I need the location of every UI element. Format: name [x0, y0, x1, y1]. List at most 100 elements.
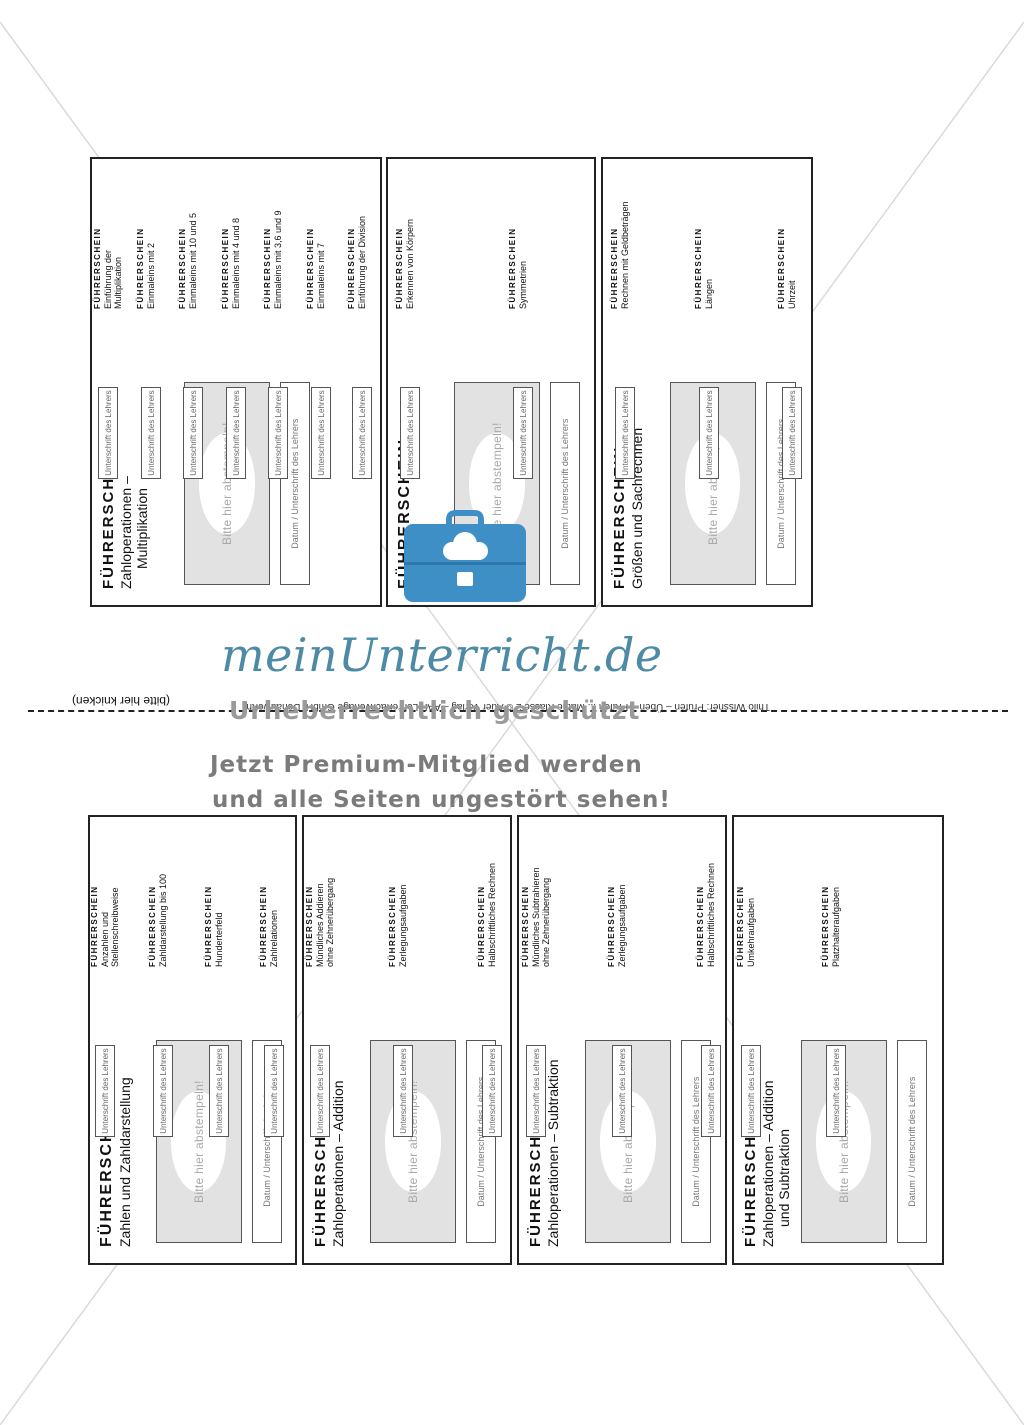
- teacher-signature-box[interactable]: Unterschrift des Lehrers: [513, 387, 533, 479]
- teacher-signature-box[interactable]: Unterschrift des Lehrers: [153, 1045, 173, 1137]
- skill-caption: FÜHRERSCHEIN: [694, 227, 703, 309]
- card-topic: Zahloperationen – Subtraktion: [545, 1059, 562, 1247]
- teacher-signature-box[interactable]: Unterschrift des Lehrers: [183, 387, 203, 479]
- teacher-signature-box[interactable]: Unterschrift des Lehrers: [264, 1045, 284, 1137]
- teacher-signature-box[interactable]: Unterschrift des Lehrers: [526, 1045, 546, 1137]
- card-topic-line: Multiplikation: [133, 488, 150, 569]
- teacher-signature-box[interactable]: Unterschrift des Lehrers: [226, 387, 246, 479]
- skill-caption: FÜHRERSCHEIN: [821, 885, 830, 967]
- teacher-signature-label: Unterschrift des Lehrers: [787, 390, 797, 476]
- teacher-signature-box[interactable]: Unterschrift des Lehrers: [482, 1045, 502, 1137]
- card-content: FÜHRERSCHEIN Zahloperationen – Subtraktio…: [519, 817, 725, 1263]
- teacher-signature-label: Unterschrift des Lehrers: [704, 390, 714, 476]
- skill-caption: FÜHRERSCHEIN: [477, 885, 486, 967]
- skill-name-line: Einmaleins mit 3,6 und 9: [272, 210, 283, 309]
- card-topic-line: Zahloperationen –: [118, 476, 134, 589]
- teacher-signature-box[interactable]: Unterschrift des Lehrers: [782, 387, 802, 479]
- teacher-signature-box[interactable]: Unterschrift des Lehrers: [826, 1045, 846, 1137]
- skill-name-line: Längen: [703, 278, 714, 309]
- skill-caption: FÜHRERSCHEIN: [148, 885, 157, 967]
- skill-caption: FÜHRERSCHEIN: [508, 227, 517, 309]
- skill-name-line: Zerlegungsaufgaben: [397, 884, 408, 967]
- teacher-signature-box[interactable]: Unterschrift des Lehrers: [699, 387, 719, 479]
- skill-caption: FÜHRERSCHEIN: [347, 227, 356, 309]
- teacher-signature-label: Unterschrift des Lehrers: [405, 390, 415, 476]
- watermark-premium-line1: Jetzt Premium-Mitglied werden: [210, 752, 643, 778]
- skill-name-line: Einmaleins mit 4 und 8: [230, 217, 241, 309]
- date-signature-box[interactable]: Datum / Unterschrift des Lehrers: [549, 382, 580, 585]
- teacher-signature-box[interactable]: Unterschrift des Lehrers: [741, 1045, 761, 1137]
- card-topic-line: Zahloperationen – Addition: [330, 1080, 346, 1247]
- teacher-signature-label: Unterschrift des Lehrers: [620, 390, 630, 476]
- skill-name-line: Platzhalteraufgaben: [830, 886, 841, 967]
- teacher-signature-box[interactable]: Unterschrift des Lehrers: [352, 387, 372, 479]
- skill-name-line: ohne Zehnerübergang: [541, 877, 552, 967]
- skill-caption: FÜHRERSCHEIN: [263, 227, 272, 309]
- teacher-signature-label: Unterschrift des Lehrers: [316, 390, 326, 476]
- teacher-signature-box[interactable]: Unterschrift des Lehrers: [612, 1045, 632, 1137]
- teacher-signature-label: Unterschrift des Lehrers: [518, 390, 528, 476]
- skill-caption: FÜHRERSCHEIN: [395, 227, 404, 309]
- skill-name-line: Zahlrelationen: [268, 909, 279, 967]
- date-signature-label: Datum / Unterschrift des Lehrers: [559, 418, 570, 549]
- fold-label: (bitte hier knicken): [72, 694, 171, 708]
- teacher-signature-box[interactable]: Unterschrift des Lehrers: [400, 387, 420, 479]
- teacher-signature-label: Unterschrift des Lehrers: [146, 390, 156, 476]
- card-topic: Zahlen und Zahldarstellung: [117, 1077, 134, 1247]
- skill-caption: FÜHRERSCHEIN: [305, 885, 314, 967]
- teacher-signature-box[interactable]: Unterschrift des Lehrers: [615, 387, 635, 479]
- date-signature-box[interactable]: Datum / Unterschrift des Lehrers: [896, 1040, 927, 1243]
- skill-name-line: Einmaleins mit 10 und 5: [187, 212, 198, 309]
- teacher-signature-box[interactable]: Unterschrift des Lehrers: [311, 387, 331, 479]
- teacher-signature-label: Unterschrift des Lehrers: [231, 390, 241, 476]
- teacher-signature-box[interactable]: Unterschrift des Lehrers: [141, 387, 161, 479]
- teacher-signature-label: Unterschrift des Lehrers: [188, 390, 198, 476]
- skill-caption: FÜHRERSCHEIN: [90, 885, 99, 967]
- skill-name-line: Zerlegungsaufgaben: [616, 884, 627, 967]
- skill-caption: FÜHRERSCHEIN: [306, 227, 315, 309]
- card-topic: Zahloperationen – Addition: [330, 1080, 347, 1247]
- skill-name-line: Einmaleins mit 2: [145, 242, 156, 309]
- skill-name-line: Symmetrien: [517, 260, 528, 309]
- teacher-signature-box[interactable]: Unterschrift des Lehrers: [393, 1045, 413, 1137]
- skill-name-line: Mündliches Addieren: [314, 883, 325, 967]
- fold-line: [28, 710, 1008, 712]
- teacher-signature-label: Unterschrift des Lehrers: [357, 390, 367, 476]
- skill-name-line: Mündliches Subtrahieren: [530, 867, 541, 967]
- card-topic-line: Zahlen und Zahldarstellung: [117, 1077, 133, 1247]
- skill-caption: FÜHRERSCHEIN: [777, 227, 786, 309]
- site-logo[interactable]: meinUnterricht.de: [221, 628, 663, 682]
- skill-caption: FÜHRERSCHEIN: [607, 885, 616, 967]
- teacher-signature-box[interactable]: Unterschrift des Lehrers: [701, 1045, 721, 1137]
- teacher-signature-box[interactable]: Unterschrift des Lehrers: [268, 387, 288, 479]
- skill-name-line: Stellenschreibweise: [110, 887, 121, 967]
- skill-caption: FÜHRERSCHEIN: [178, 227, 187, 309]
- teacher-signature-box[interactable]: Unterschrift des Lehrers: [98, 387, 118, 479]
- skill-caption: FÜHRERSCHEIN: [221, 227, 230, 309]
- teacher-signature-box[interactable]: Unterschrift des Lehrers: [209, 1045, 229, 1137]
- teacher-signature-box[interactable]: Unterschrift des Lehrers: [95, 1045, 115, 1137]
- skill-name-line: Multiplikation: [113, 256, 124, 309]
- teacher-signature-box[interactable]: Unterschrift des Lehrers: [310, 1045, 330, 1137]
